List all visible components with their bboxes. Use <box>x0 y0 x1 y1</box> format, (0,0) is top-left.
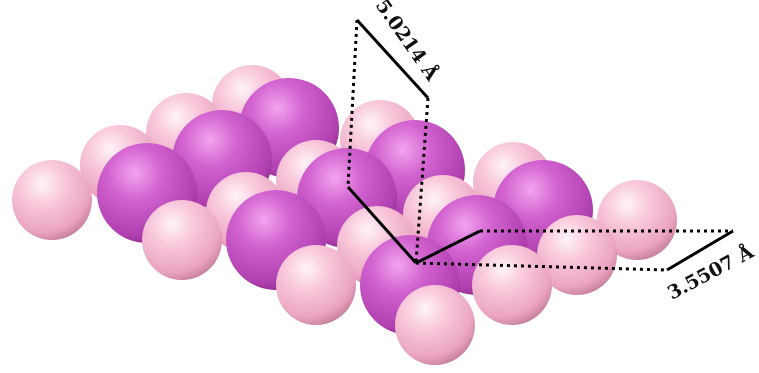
small-atom <box>472 245 552 325</box>
small-atom <box>395 285 475 365</box>
atom-layer <box>12 65 677 365</box>
vector-a-origin <box>346 185 418 265</box>
small-atom <box>276 245 356 325</box>
small-atom <box>12 160 92 240</box>
dimension-b-label: 3.5507 Å <box>664 240 758 305</box>
vector-b-origin <box>415 229 481 265</box>
dimension-a-marker <box>355 18 430 100</box>
small-atom <box>537 215 617 295</box>
dimension-b-marker <box>666 229 734 272</box>
small-atom <box>142 200 222 280</box>
small-atom <box>597 180 677 260</box>
dimension-a-label: 5.0214 Å <box>371 0 444 85</box>
